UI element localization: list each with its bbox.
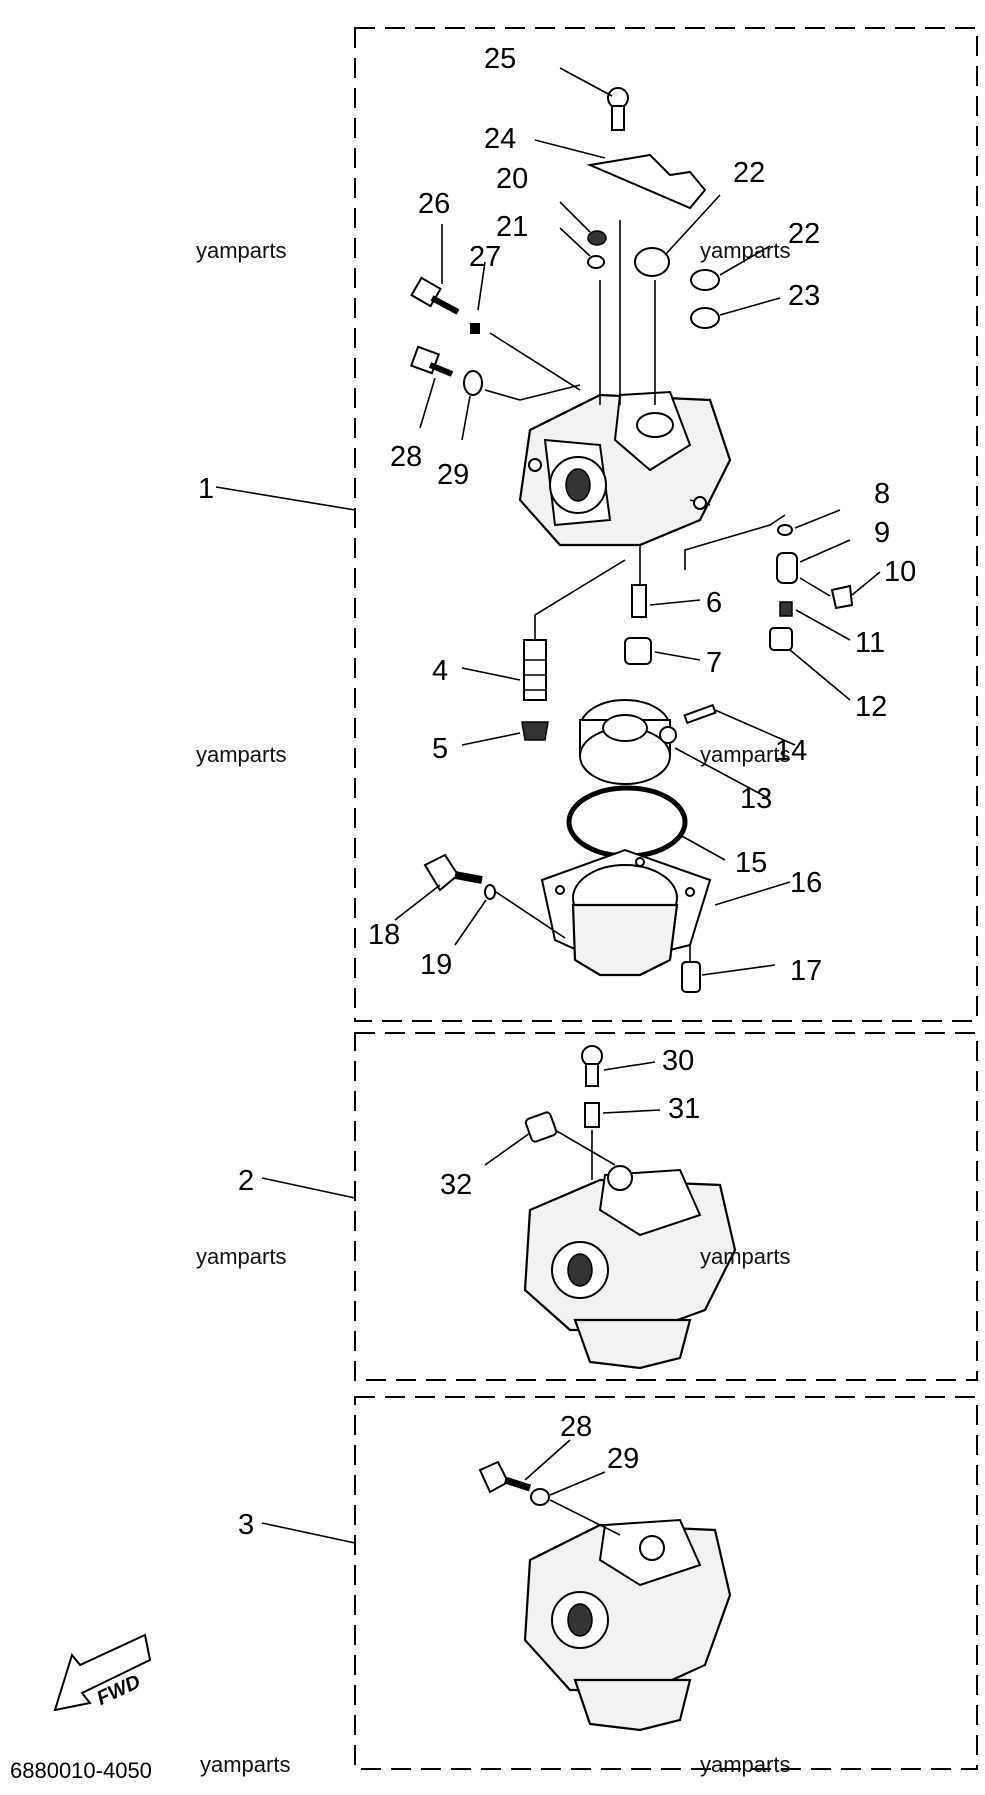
- callout-15: 15: [735, 847, 767, 879]
- cap-32: [524, 1111, 558, 1143]
- jet-6: [631, 584, 647, 618]
- callout-16: 16: [790, 867, 822, 899]
- callout-14: 14: [775, 735, 807, 767]
- callout-28: 28: [390, 441, 422, 473]
- float-chamber-16: [540, 848, 712, 977]
- plug-22: [634, 247, 670, 277]
- gasket-15: [566, 785, 688, 859]
- screw-28: [409, 345, 454, 377]
- carburetor-body-1: [518, 390, 732, 547]
- watermark: yamparts: [700, 238, 790, 263]
- callout-10: 10: [884, 556, 916, 588]
- assembly-2-box: [354, 1032, 978, 1381]
- callout-20: 20: [496, 163, 528, 195]
- assembly-label-2: 2: [238, 1165, 254, 1197]
- watermark: yamparts: [196, 1244, 286, 1269]
- callout-11: 11: [855, 627, 885, 659]
- callout-13: 13: [740, 783, 772, 815]
- callout-28b: 28: [560, 1411, 592, 1443]
- screw-17: [681, 961, 701, 993]
- cap-20: [587, 230, 607, 246]
- callout-21: 21: [496, 211, 528, 243]
- fwd-arrow-icon: FWD: [53, 1633, 152, 1712]
- drawing-code: 6880010-4050: [10, 1758, 152, 1783]
- callout-24: 24: [484, 123, 516, 155]
- callout-8: 8: [874, 478, 890, 510]
- callout-23: 23: [788, 280, 820, 312]
- assembly-1-box: [354, 27, 978, 1022]
- callout-25: 25: [484, 43, 516, 75]
- callout-19: 19: [420, 949, 452, 981]
- callout-26: 26: [418, 188, 450, 220]
- assembly-2-leader: [261, 1177, 356, 1199]
- callout-4: 4: [432, 655, 448, 687]
- callout-5: 5: [432, 733, 448, 765]
- screw-18: [423, 853, 483, 892]
- callout-12: 12: [855, 691, 887, 723]
- washer-29: [463, 370, 483, 396]
- emulsion-tube-4: [523, 639, 547, 701]
- nozzle-9: [776, 552, 798, 584]
- callout-30: 30: [662, 1045, 694, 1077]
- callout-29b: 29: [607, 1443, 639, 1475]
- watermark: yamparts: [196, 238, 286, 263]
- washer-29b: [530, 1488, 550, 1506]
- callout-17: 17: [790, 955, 822, 987]
- plug-12: [769, 627, 793, 651]
- spring-31: [584, 1102, 600, 1128]
- callout-31: 31: [668, 1093, 700, 1125]
- callout-18: 18: [368, 919, 400, 951]
- assembly-3-box: [354, 1396, 978, 1770]
- screw-25: [607, 87, 629, 131]
- float-13: [579, 699, 677, 785]
- plug-22b: [690, 269, 720, 291]
- watermark: yamparts: [700, 1244, 790, 1269]
- watermark: yamparts: [196, 742, 286, 767]
- oring-8: [777, 524, 793, 536]
- screw-30: [581, 1045, 603, 1087]
- carburetor-body-3: [523, 1518, 732, 1732]
- callout-22: 22: [733, 157, 765, 189]
- screw-26: [410, 276, 460, 315]
- watermark: yamparts: [200, 1752, 290, 1777]
- assembly-1-leader: [215, 486, 356, 511]
- callout-7: 7: [706, 647, 722, 679]
- cover-plate-24: [586, 153, 707, 210]
- callout-32: 32: [440, 1169, 472, 1201]
- screw-28b: [478, 1460, 532, 1494]
- callout-22b: 22: [788, 218, 820, 250]
- carburetor-body-2: [523, 1165, 737, 1370]
- jet-11: [779, 601, 793, 617]
- pin-14: [683, 703, 717, 725]
- watermark: yamparts: [700, 1752, 790, 1777]
- cap-21: [587, 255, 605, 269]
- clip-10: [830, 584, 854, 610]
- jet-5: [521, 721, 549, 741]
- assembly-3-leader: [261, 1522, 356, 1544]
- oring-19: [484, 884, 496, 900]
- watermark: yamparts: [700, 742, 790, 767]
- callout-29: 29: [437, 459, 469, 491]
- assembly-label-3: 3: [238, 1509, 254, 1541]
- plug-7: [624, 637, 652, 665]
- plug-23: [690, 307, 720, 329]
- callout-6: 6: [706, 587, 722, 619]
- callout-27: 27: [469, 241, 501, 273]
- callout-9: 9: [874, 517, 890, 549]
- assembly-label-1: 1: [198, 473, 214, 505]
